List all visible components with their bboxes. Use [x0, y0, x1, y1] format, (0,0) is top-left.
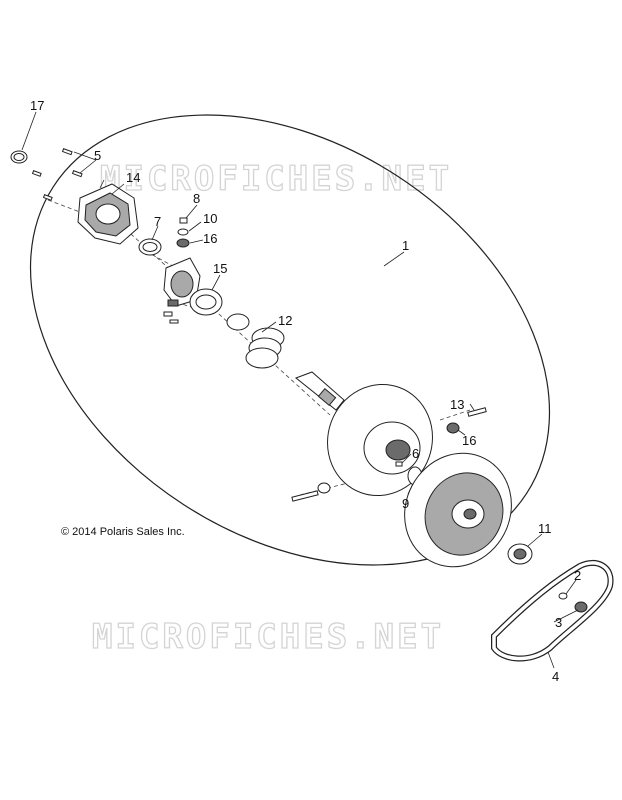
callout-4: 4: [552, 669, 559, 684]
callout-8: 8: [193, 191, 200, 206]
part-shaft: [295, 371, 345, 411]
part-14-cover: [77, 179, 139, 245]
copyright-notice: © 2014 Polaris Sales Inc.: [61, 526, 185, 538]
callout-5: 5: [94, 148, 101, 163]
callout-2: 2: [574, 568, 581, 583]
part-8-clip: [179, 217, 188, 224]
part-13-pin: [467, 407, 487, 417]
callout-10: 10: [203, 211, 217, 226]
assembly-outline-ellipse: [29, 114, 551, 566]
watermark-top: MICROFICHES.NET: [100, 159, 452, 199]
part-15-spider-ring: [189, 288, 223, 316]
part-3-nut: [574, 601, 588, 613]
part-16-nut-top: [176, 238, 190, 248]
callout-14: 14: [126, 170, 140, 185]
watermark-bottom: MICROFICHES.NET: [92, 617, 444, 657]
callout-15: 15: [213, 261, 227, 276]
part-4-belt: [491, 559, 614, 662]
part-bolt: [291, 482, 331, 502]
part-12-spring: [226, 313, 285, 369]
part-moveable-sheave: [327, 383, 433, 497]
callout-1: 1: [402, 238, 409, 253]
callout-11: 11: [538, 521, 552, 536]
part-7-ring: [138, 238, 162, 256]
callout-labels: 1 2 3 4 5 6 7 8 9 10 11 12 13 14 15 16 1…: [30, 98, 581, 684]
callout-12: 12: [278, 313, 292, 328]
callout-17: 17: [30, 98, 44, 113]
part-16-nut-right: [446, 422, 460, 434]
part-10-washer: [177, 228, 189, 236]
part-fixed-sheave: [404, 452, 512, 568]
part-17-oring: [10, 150, 28, 164]
callout-3: 3: [555, 615, 562, 630]
callout-16-right: 16: [462, 433, 476, 448]
callout-9: 9: [402, 496, 409, 511]
part-6-washer: [395, 461, 403, 467]
part-spider-hub: [163, 257, 201, 324]
part-5-screws: [31, 148, 83, 201]
part-2-washer: [558, 592, 568, 600]
callout-6: 6: [412, 446, 419, 461]
callout-16-top: 16: [203, 231, 217, 246]
part-11-bearing: [507, 543, 533, 565]
callout-7: 7: [154, 214, 161, 229]
callout-13: 13: [450, 397, 464, 412]
callout-leader-lines: [21, 111, 579, 669]
